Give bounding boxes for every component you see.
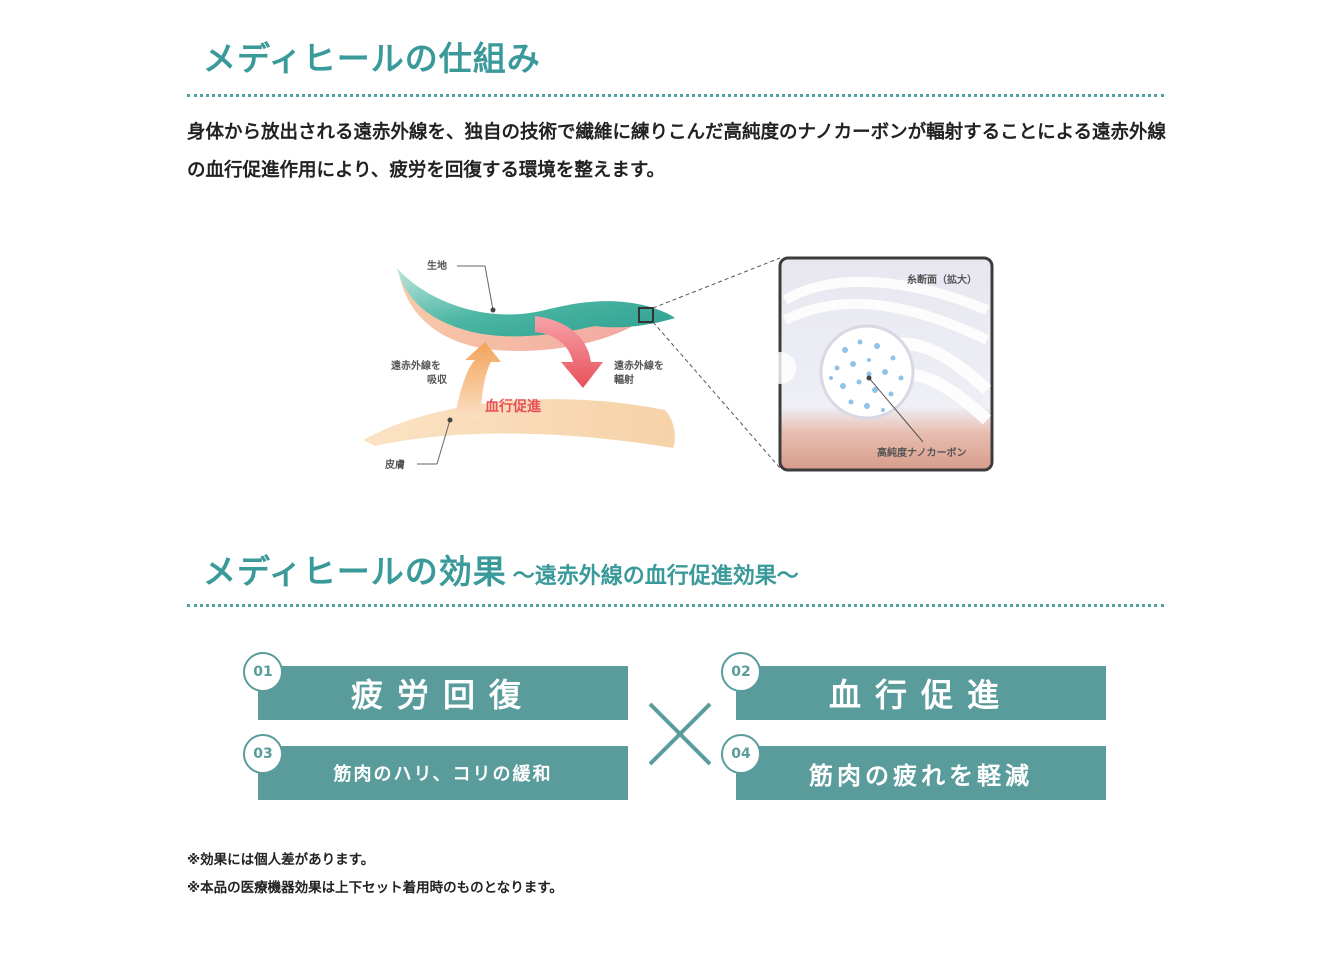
absorb-arrow: [455, 342, 501, 418]
radiate-label-2: 輻射: [614, 373, 634, 386]
section-title-effects-sub: ～遠赤外線の血行促進効果～: [512, 564, 799, 589]
section-title-mechanism: メディヒールの仕組み: [203, 39, 541, 78]
effect-label-1: 疲労回復: [350, 676, 535, 714]
mechanism-diagram: 生地 遠赤外線を 吸収 遠赤外線を 輻射 血行促進 皮膚 糸断面（拡大） 高純度…: [355, 250, 1000, 480]
effects-grid: 疲労回復 01 血行促進 02 筋肉のハリ、コリの緩和 03 筋肉の疲れを軽減 …: [243, 652, 1113, 812]
section-title-effects: メディヒールの効果～遠赤外線の血行促進効果～: [203, 545, 799, 593]
effect-number-4: 04: [721, 734, 761, 774]
fabric-layer: [397, 268, 675, 337]
absorb-label-2: 吸収: [427, 374, 448, 386]
fabric-underside: [400, 278, 655, 351]
radiate-arrow: [535, 316, 603, 388]
note-item: ※効果には個人差があります。: [187, 852, 375, 868]
effect-number-2: 02: [721, 652, 761, 692]
nano-carbon-dots: [829, 339, 904, 412]
yarn-cross-section-left: [764, 352, 796, 384]
note-item: ※本品の医療機器効果は上下セット着用時のものとなります。: [187, 880, 563, 896]
circulation-label: 血行促進: [485, 398, 541, 415]
section-title-effects-main: メディヒールの効果: [203, 552, 507, 591]
skin-label: 皮膚: [384, 458, 405, 471]
absorb-label-1: 遠赤外線を: [391, 359, 441, 372]
zoom-caption: 糸断面（拡大）: [907, 273, 977, 286]
dotted-divider: [187, 604, 1164, 607]
carbon-label: 高純度ナノカーボン: [877, 446, 967, 459]
dotted-divider: [187, 94, 1164, 97]
intro-text: 身体から放出される遠赤外線を、独自の技術で繊維に練りこんだ高純度のナノカーボンが…: [187, 122, 1167, 181]
effect-item-1: 疲労回復: [258, 666, 628, 720]
zoom-marker: [638, 307, 654, 323]
effect-item-4: 筋肉の疲れを軽減: [736, 746, 1106, 800]
effect-label-4: 筋肉の疲れを軽減: [809, 761, 1033, 790]
notes-list: ※効果には個人差があります。 ※本品の医療機器効果は上下セット着用時のものとなり…: [187, 846, 563, 902]
radiate-label-1: 遠赤外線を: [614, 359, 664, 372]
effect-item-2: 血行促進: [736, 666, 1106, 720]
effect-item-3: 筋肉のハリ、コリの緩和: [258, 746, 628, 800]
multiply-cross-icon: [648, 702, 712, 766]
effect-number-3: 03: [243, 734, 283, 774]
effect-label-2: 血行促進: [828, 676, 1013, 714]
effect-number-1: 01: [243, 652, 283, 692]
skin-layer: [363, 399, 675, 448]
fabric-label: 生地: [427, 259, 447, 272]
effect-label-3: 筋肉のハリ、コリの緩和: [333, 764, 553, 785]
